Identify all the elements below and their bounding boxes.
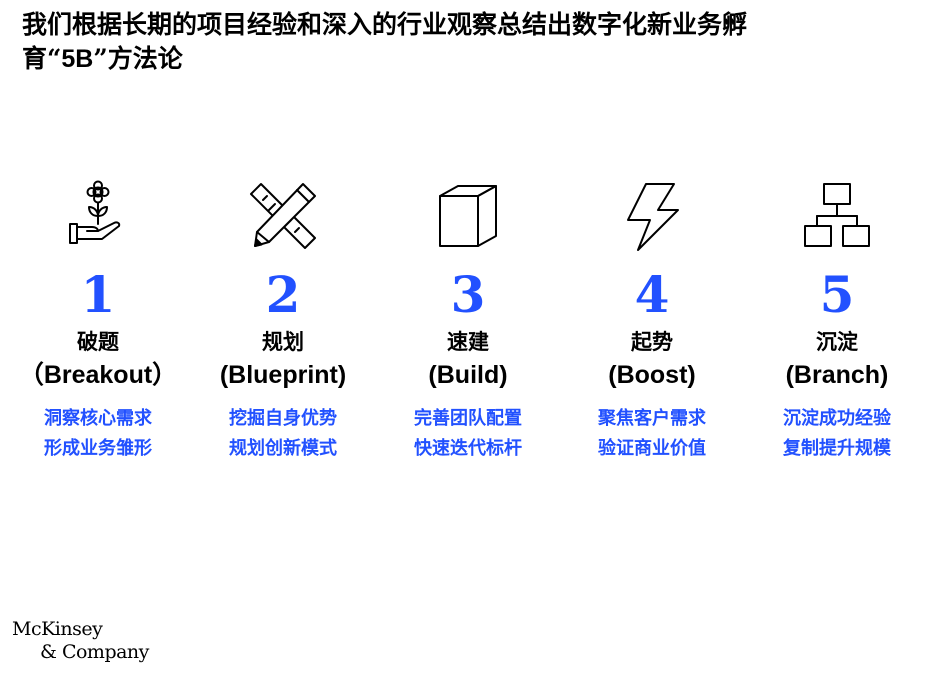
step-number: 3 (450, 265, 486, 324)
lightning-bolt-icon (627, 183, 679, 251)
step-description-line-2: 复制提升规模 (783, 438, 891, 459)
cube-icon (439, 185, 497, 247)
step-description: 沉淀成功经验 复制提升规模 (745, 404, 929, 464)
step-description-line-2: 形成业务雏形 (44, 438, 152, 459)
pencil-ruler-icon (250, 183, 316, 249)
step-description-line-2: 快速迭代标杆 (414, 438, 522, 459)
step-1: 1 破题 （Breakout） 洞察核心需求 形成业务雏形 (6, 180, 190, 464)
step-name-zh: 破题 (77, 329, 119, 354)
step-name-zh: 沉淀 (816, 329, 858, 354)
step-2: 2 规划 (Blueprint) 挖掘自身优势 规划创新模式 (191, 180, 375, 464)
step-name-en: （Breakout） (18, 361, 178, 389)
step-number: 1 (80, 265, 116, 324)
step-description-line-2: 验证商业价值 (598, 438, 706, 459)
step-name-en: (Branch) (785, 361, 889, 389)
mckinsey-logo: McKinsey & Company (12, 618, 149, 664)
hierarchy-icon (804, 183, 870, 247)
page-title: 我们根据长期的项目经验和深入的行业观察总结出数字化新业务孵 育“5B”方法论 (22, 8, 902, 76)
step-3: 3 速建 (Build) 完善团队配置 快速迭代标杆 (376, 180, 560, 464)
step-description-line-1: 完善团队配置 (414, 408, 522, 429)
flower-in-hand-icon (69, 180, 121, 244)
step-description-line-1: 聚焦客户需求 (598, 408, 706, 429)
logo-line-1: McKinsey (12, 618, 103, 640)
step-description-line-1: 挖掘自身优势 (229, 408, 337, 429)
step-name-en: (Build) (428, 361, 508, 389)
step-name-en: (Blueprint) (219, 361, 347, 389)
title-line-2-en: 5B (61, 45, 94, 73)
title-line-2: 育“5B”方法论 (22, 42, 902, 76)
step-name-zh: 起势 (631, 329, 673, 354)
step-description: 洞察核心需求 形成业务雏形 (6, 404, 190, 464)
five-b-steps: 1 破题 （Breakout） 洞察核心需求 形成业务雏形 2 规划 (Blue… (0, 180, 931, 480)
step-number: 2 (265, 265, 301, 324)
title-line-1: 我们根据长期的项目经验和深入的行业观察总结出数字化新业务孵 (22, 10, 748, 39)
step-4: 4 起势 (Boost) 聚焦客户需求 验证商业价值 (560, 180, 744, 464)
step-description-line-1: 沉淀成功经验 (783, 408, 891, 429)
step-description: 完善团队配置 快速迭代标杆 (376, 404, 560, 464)
step-name-zh: 规划 (262, 329, 304, 354)
step-name-en: (Boost) (608, 361, 696, 389)
step-number: 5 (819, 265, 855, 324)
step-description-line-2: 规划创新模式 (229, 438, 337, 459)
logo-line-2: & Company (40, 641, 149, 663)
title-line-2-prefix: 育“ (22, 44, 62, 73)
step-description: 聚焦客户需求 验证商业价值 (560, 404, 744, 464)
step-name-zh: 速建 (447, 329, 489, 354)
step-number: 4 (634, 265, 670, 324)
step-description: 挖掘自身优势 规划创新模式 (191, 404, 375, 464)
step-description-line-1: 洞察核心需求 (44, 408, 152, 429)
step-5: 5 沉淀 (Branch) 沉淀成功经验 复制提升规模 (745, 180, 929, 464)
title-line-2-suffix: ”方法论 (93, 44, 183, 73)
